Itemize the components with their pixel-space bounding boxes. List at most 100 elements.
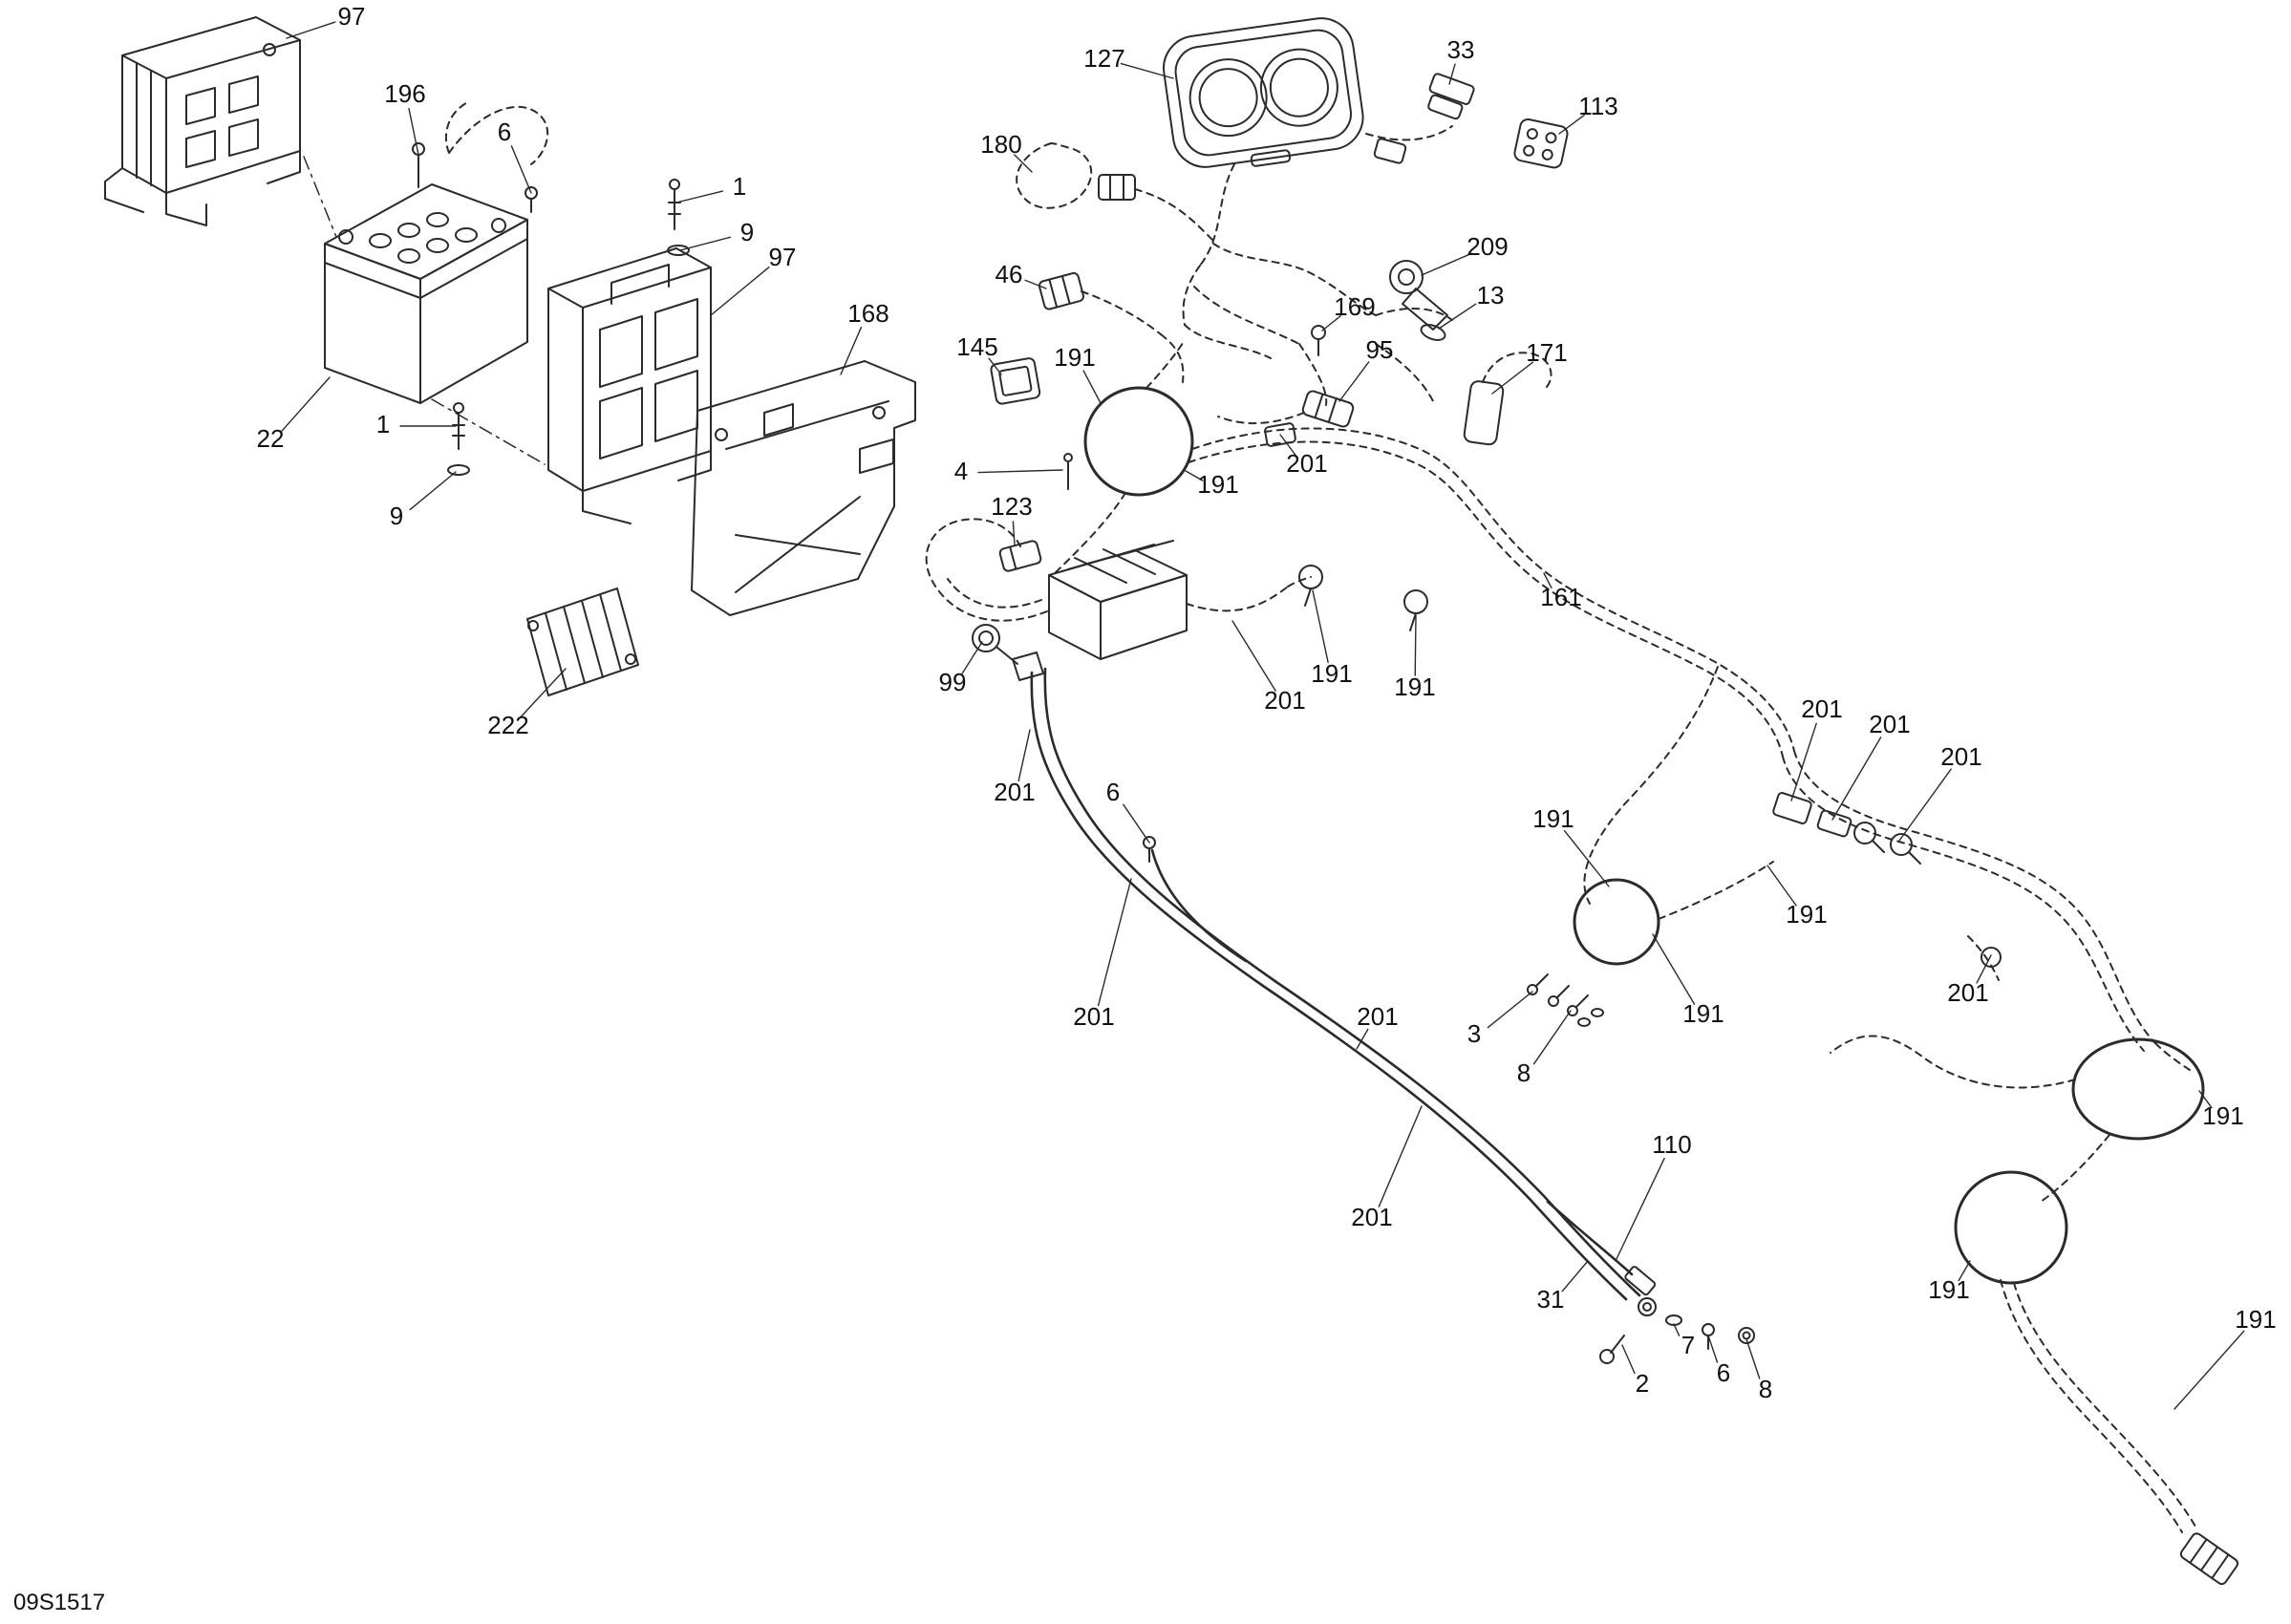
callout-leader xyxy=(286,21,336,39)
callout-leader xyxy=(1185,470,1204,481)
connector-right2-part xyxy=(1816,809,1852,838)
callout-label-171: 171 xyxy=(1526,338,1567,367)
callout-label-201: 201 xyxy=(1947,978,1988,1007)
callout-leader xyxy=(1558,114,1585,135)
callout-label-8: 8 xyxy=(1759,1375,1772,1403)
connector-110-part xyxy=(1624,1266,1657,1296)
sensor-99-part xyxy=(972,624,1044,681)
wire-loop-part xyxy=(1054,339,1194,574)
callout-label-191: 191 xyxy=(1311,659,1352,688)
callout-label-201: 201 xyxy=(1869,710,1910,738)
callout-label-209: 209 xyxy=(1467,232,1508,261)
callout-label-191: 191 xyxy=(1394,673,1435,701)
document-code: 09S1517 xyxy=(13,1590,106,1615)
harness-180-part xyxy=(1016,142,1214,242)
callout-leader xyxy=(1017,729,1031,782)
callout-label-9: 9 xyxy=(740,218,754,246)
callout-leader xyxy=(1012,521,1016,545)
connector-46-part xyxy=(1038,271,1085,310)
callout-label-145: 145 xyxy=(956,332,997,361)
callout-leader xyxy=(1790,722,1817,801)
callout-leader xyxy=(519,668,567,718)
bolt-196 xyxy=(412,142,425,188)
connector-113-part xyxy=(1513,118,1569,169)
callout-label-4: 4 xyxy=(954,457,968,485)
callout-label-180: 180 xyxy=(980,130,1021,159)
callout-label-191: 191 xyxy=(1054,343,1095,372)
bolt-1-top xyxy=(667,179,690,256)
battery-part xyxy=(324,183,528,404)
callout-label-8: 8 xyxy=(1517,1058,1531,1087)
callout-label-22: 22 xyxy=(257,424,285,453)
callout-label-191: 191 xyxy=(1786,900,1827,929)
callout-label-110: 110 xyxy=(1652,1130,1691,1159)
small-connector-part xyxy=(1373,138,1407,164)
callout-leader xyxy=(679,236,732,251)
callout-leader xyxy=(1976,954,1992,984)
callout-leader xyxy=(1231,620,1276,692)
clamp-191-part xyxy=(1298,565,1428,631)
wire-loop-right-mid-part xyxy=(1954,1170,2068,1285)
battery-tray-part xyxy=(104,16,301,226)
vent-wire-part xyxy=(444,102,548,213)
callout-label-196: 196 xyxy=(384,79,425,108)
mounting-bracket-part xyxy=(691,360,916,616)
callout-leader xyxy=(961,641,983,674)
callout-leader xyxy=(840,327,863,375)
coil-171-part xyxy=(1463,352,1552,446)
callout-label-168: 168 xyxy=(847,299,889,328)
callout-leader xyxy=(1621,1344,1636,1375)
callout-leader xyxy=(510,145,532,194)
screw-6-cable-part xyxy=(1143,836,1156,863)
callout-leader xyxy=(1356,1028,1369,1050)
callout-label-191: 191 xyxy=(2202,1101,2243,1130)
callout-label-191: 191 xyxy=(1928,1275,1969,1304)
wire-loop-left-part xyxy=(1573,878,1660,966)
callout-leader xyxy=(1120,62,1174,79)
gauge-cluster-part xyxy=(1163,17,1364,168)
bolt-1-left xyxy=(447,402,470,476)
callout-label-99: 99 xyxy=(939,668,967,696)
callout-leader xyxy=(409,471,457,511)
callout-leader xyxy=(977,469,1063,474)
callout-label-3: 3 xyxy=(1467,1019,1481,1048)
callout-leader xyxy=(1421,252,1473,276)
callout-label-169: 169 xyxy=(1334,292,1375,321)
callout-label-127: 127 xyxy=(1083,44,1124,73)
callout-label-7: 7 xyxy=(1681,1331,1695,1359)
callout-label-161: 161 xyxy=(1540,583,1581,611)
callout-label-1: 1 xyxy=(733,172,746,201)
callout-leader xyxy=(988,357,1002,375)
callout-label-113: 113 xyxy=(1578,92,1617,120)
callout-label-201: 201 xyxy=(1940,742,1981,771)
callout-label-2: 2 xyxy=(1636,1369,1649,1398)
callout-leaders xyxy=(281,21,2245,1410)
callout-leader xyxy=(1543,572,1552,589)
callout-leader xyxy=(281,376,331,432)
callout-leader xyxy=(1707,1335,1719,1363)
callout-leader xyxy=(1097,878,1132,1007)
battery-holder-part xyxy=(547,247,712,524)
callout-leader xyxy=(1338,361,1370,402)
callout-label-1: 1 xyxy=(376,410,390,438)
callout-label-6: 6 xyxy=(498,118,511,146)
callout-label-31: 31 xyxy=(1537,1285,1565,1314)
callout-leader xyxy=(1563,830,1610,887)
callout-leader xyxy=(675,190,724,203)
callout-label-191: 191 xyxy=(1682,999,1724,1028)
callout-label-9: 9 xyxy=(390,502,403,530)
fuse-box-part xyxy=(1048,540,1188,660)
callout-leader xyxy=(1123,803,1150,844)
callout-leader xyxy=(2173,1330,2245,1410)
callout-leader xyxy=(408,107,419,156)
callout-leader xyxy=(1312,589,1329,663)
callout-label-97: 97 xyxy=(769,243,797,271)
bolt-169-part xyxy=(1311,325,1326,356)
callout-leader xyxy=(1082,370,1102,404)
screw-4-part xyxy=(1063,453,1073,490)
clamp-201-mid-part xyxy=(1981,947,2002,968)
callout-leader xyxy=(1014,154,1033,173)
callout-leader xyxy=(1414,614,1417,676)
